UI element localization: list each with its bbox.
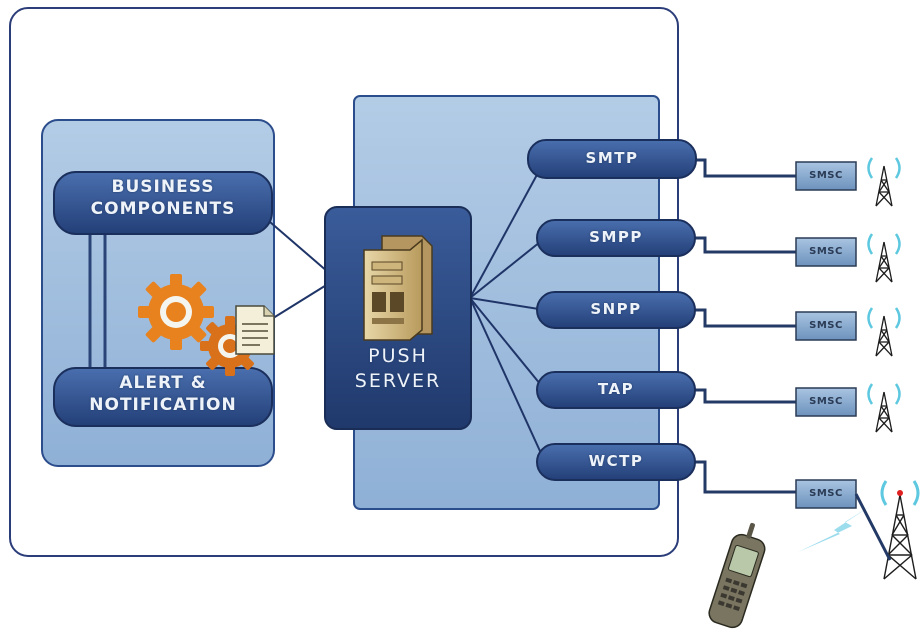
smsc-boxes <box>795 161 857 509</box>
antenna-tower-icon <box>867 307 901 357</box>
protocol-pills <box>527 139 697 481</box>
antenna-tower-icon <box>867 233 901 283</box>
alert-to-server-link <box>269 283 329 321</box>
smsc-cable-links <box>695 158 796 494</box>
smsc-label: SMSC <box>809 396 843 407</box>
smsc-label: SMSC <box>809 246 843 257</box>
antenna-towers <box>867 157 901 433</box>
protocol-pill-smpp <box>536 219 696 257</box>
gear-icon <box>138 274 214 350</box>
server-protocol-links <box>469 159 546 463</box>
protocol-pill-wctp <box>536 443 696 481</box>
signal-icon <box>798 505 872 552</box>
antenna-tower-icon <box>867 157 901 207</box>
business-to-server-link <box>269 221 329 273</box>
server-icon <box>363 235 433 341</box>
smsc-label: SMSC <box>809 488 843 499</box>
antenna-tower-icon <box>880 480 920 580</box>
smsc-tower-link <box>854 493 892 561</box>
alert-notification-node <box>53 367 273 427</box>
smsc-label: SMSC <box>809 170 843 181</box>
smsc-box <box>795 479 857 509</box>
mobile-phone-icon <box>708 522 766 629</box>
smsc-box <box>795 387 857 417</box>
business-components-node <box>53 171 273 235</box>
protocol-pill-tap <box>536 371 696 409</box>
document-icon <box>235 305 275 355</box>
smsc-box <box>795 237 857 267</box>
smsc-label: SMSC <box>809 320 843 331</box>
protocol-pill-smtp <box>527 139 697 179</box>
protocol-pill-snpp <box>536 291 696 329</box>
smsc-box <box>795 161 857 191</box>
smsc-box <box>795 311 857 341</box>
antenna-tower-icon <box>867 383 901 433</box>
